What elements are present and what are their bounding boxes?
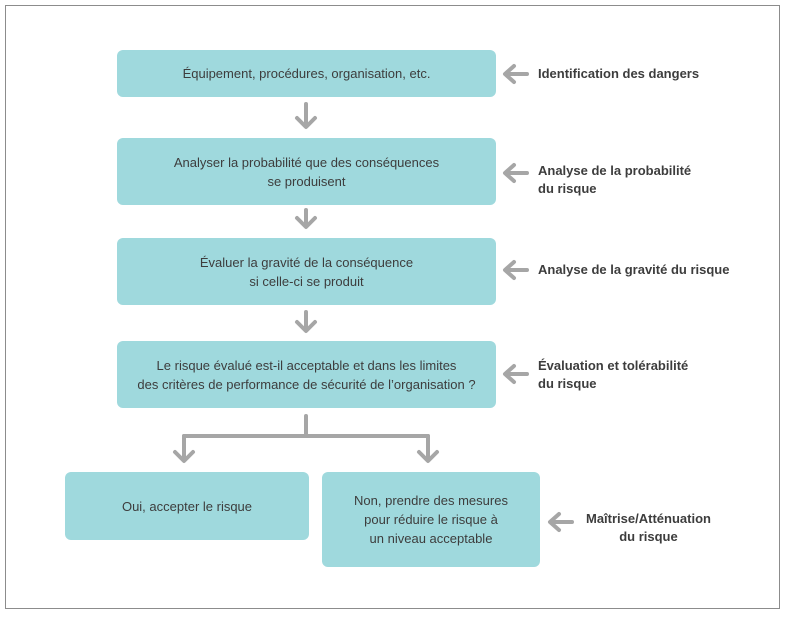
step-box-severity: Évaluer la gravité de la conséquence si … — [117, 238, 496, 305]
side-label-severity: Analyse de la gravité du risque — [538, 262, 730, 277]
step-box-probability: Analyser la probabilité que des conséque… — [117, 138, 496, 205]
step-text: Équipement, procédures, organisation, et… — [182, 66, 431, 81]
outcome-text: Non, prendre des mesures — [354, 493, 508, 508]
step-text: se produisent — [267, 173, 346, 189]
step-text: des critères de performance de sécurité … — [137, 376, 476, 392]
step-box-identify: Équipement, procédures, organisation, et… — [117, 50, 496, 97]
down-arrow-1 — [295, 102, 317, 129]
step-text: Analyser la probabilité que des conséque… — [173, 154, 440, 170]
step-text: Évaluer la gravité de la conséquence — [199, 254, 414, 270]
outcome-text: Oui, accepter le risque — [121, 498, 253, 514]
branch-connector — [173, 414, 439, 463]
outcome-text: pour réduire le risque à — [364, 512, 498, 527]
down-arrow-3 — [295, 310, 317, 333]
side-label-probability: Analyse de la probabilité du risque — [538, 163, 692, 196]
side-label-identification: Identification des dangers — [538, 66, 700, 81]
side-arrow-identification — [503, 64, 529, 84]
side-arrow-tolerability — [503, 364, 529, 384]
step-text: si celle-ci se produit — [249, 273, 364, 289]
side-arrow-probability — [503, 163, 529, 183]
side-label-mitigation: Maîtrise/Atténuation du risque — [586, 511, 711, 544]
diagram-frame — [5, 5, 780, 609]
side-arrow-mitigation — [548, 512, 574, 532]
outcome-box-no: Non, prendre des mesures pour réduire le… — [322, 472, 540, 567]
side-label-tolerability: Évaluation et tolérabilité du risque — [538, 358, 689, 391]
outcome-box-yes: Oui, accepter le risque — [65, 472, 309, 540]
side-arrow-severity — [503, 260, 529, 280]
step-text: Le risque évalué est-il acceptable et da… — [156, 357, 457, 373]
outcome-text: un niveau acceptable — [369, 531, 493, 546]
step-box-evaluation: Le risque évalué est-il acceptable et da… — [117, 341, 496, 408]
down-arrow-2 — [295, 208, 317, 229]
